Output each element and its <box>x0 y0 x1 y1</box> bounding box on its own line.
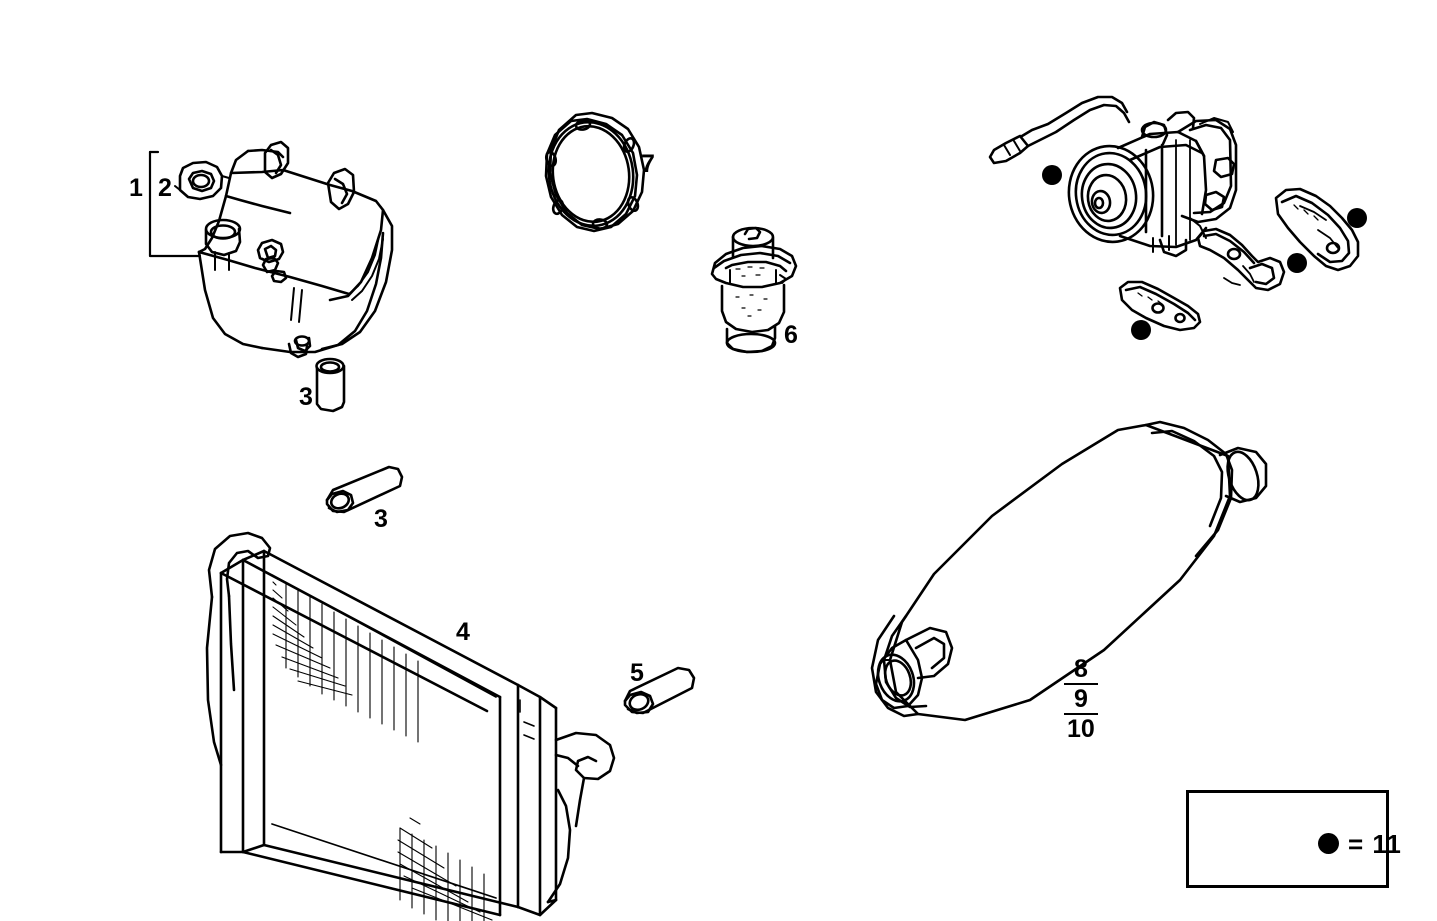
mount-bracket-middle <box>1196 227 1286 292</box>
fastener-dot-bracket-middle <box>1287 253 1307 273</box>
silencer-callout-8: 8 <box>1064 655 1098 685</box>
callout-4-intercooler: 4 <box>456 618 470 646</box>
silencer-callout-10: 10 <box>1067 715 1095 743</box>
hose-part-3a <box>315 357 346 413</box>
callout-1: 1 <box>129 174 143 202</box>
callout-3-upper-hose: 3 <box>374 505 388 533</box>
flange-gasket-art <box>544 111 646 233</box>
callout-1-bracket <box>148 150 202 258</box>
fastener-dot-bracket-right <box>1347 208 1367 228</box>
silencer-callout-9: 9 <box>1064 685 1098 715</box>
hose-part-3b <box>325 465 404 514</box>
hose-part-5 <box>623 666 696 715</box>
callout-7-gasket: 7 <box>641 150 655 178</box>
fastener-dot-bracket-lower <box>1131 320 1151 340</box>
exhaust-silencer-art <box>870 420 1268 722</box>
callout-5-hose: 5 <box>630 659 644 687</box>
callout-3-vertical-hose: 3 <box>299 383 313 411</box>
silencer-callout-stack: 8 9 10 <box>1064 655 1098 743</box>
callout-2: 2 <box>158 174 172 202</box>
ac-compressor-art <box>988 95 1238 258</box>
expansion-tank-cap-art <box>174 160 230 201</box>
fastener-legend-box <box>1186 790 1389 888</box>
legend-equals-label: = 11 <box>1348 829 1402 859</box>
fastener-dot-compressor <box>1042 165 1062 185</box>
intercooler-radiator-art <box>205 531 616 921</box>
thermostat-art <box>710 226 798 354</box>
mount-bracket-upper-right <box>1274 187 1360 272</box>
callout-6-thermostat: 6 <box>784 321 798 349</box>
mount-bracket-lower-left <box>1118 280 1202 332</box>
legend-filled-circle-icon <box>1318 833 1339 854</box>
expansion-tank-body <box>197 140 394 359</box>
